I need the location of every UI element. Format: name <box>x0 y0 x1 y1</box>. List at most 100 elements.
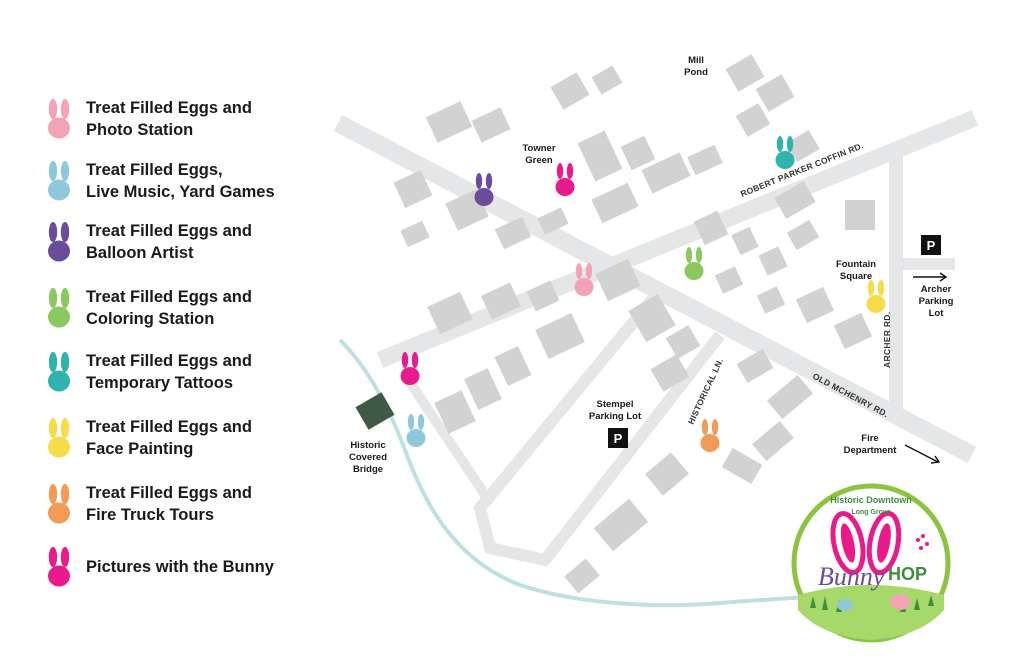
arrow-icon <box>913 272 948 282</box>
building <box>434 390 476 434</box>
building <box>665 325 701 359</box>
legend-item-coloring-station: Treat Filled Eggs and Coloring Station <box>44 286 252 330</box>
bunny-marker-live-music <box>406 414 426 447</box>
legend-label: Treat Filled Eggs and Coloring Station <box>86 288 252 328</box>
bunny-marker-tattoos <box>775 136 795 169</box>
building <box>735 103 771 137</box>
bunny-hop-logo: Historic Downtown Long Grove Bunny HOP <box>791 483 951 643</box>
building <box>833 312 873 350</box>
bunny-icon <box>48 288 70 328</box>
bunny-icon <box>48 352 70 392</box>
buildings <box>393 54 875 594</box>
parking-symbol: P <box>614 431 623 446</box>
bunny-marker-pictures-towner <box>555 163 575 196</box>
building <box>721 447 763 485</box>
building <box>644 452 690 496</box>
building <box>774 181 816 219</box>
covered-bridge <box>355 392 395 430</box>
legend-label: Treat Filled Eggs and Photo Station <box>86 99 252 139</box>
building <box>714 266 744 294</box>
logo-word-bunny: Bunny <box>818 562 885 591</box>
building <box>641 152 691 194</box>
arrow-icon <box>904 444 941 464</box>
legend-label: Pictures with the Bunny <box>86 558 274 576</box>
building <box>595 258 641 302</box>
bunny-marker-photo-station <box>574 263 594 296</box>
legend-item-balloon-artist: Treat Filled Eggs and Balloon Artist <box>44 220 252 264</box>
building <box>766 374 814 420</box>
building <box>535 313 585 359</box>
legend-item-fire-truck-tours: Treat Filled Eggs and Fire Truck Tours <box>44 482 252 526</box>
building <box>650 354 690 392</box>
building <box>786 219 820 251</box>
building <box>564 558 600 594</box>
building <box>752 421 794 461</box>
parking-symbol: P <box>927 238 936 253</box>
robert-parker-coffin-rd <box>376 110 979 368</box>
bunny-marker-fire-truck <box>700 419 720 452</box>
building <box>494 216 532 250</box>
bunny-ears-icon <box>830 510 902 576</box>
building <box>393 169 433 209</box>
building <box>526 280 560 312</box>
logo-top-text: Historic Downtown <box>830 495 912 505</box>
legend-item-photo-station: Treat Filled Eggs and Photo Station <box>44 97 252 141</box>
bunny-marker-coloring <box>684 247 704 280</box>
building <box>425 101 473 143</box>
legend-label: Treat Filled Eggs and Fire Truck Tours <box>86 484 252 524</box>
building <box>537 207 569 235</box>
building <box>550 72 590 110</box>
bunny-marker-balloon <box>474 173 494 206</box>
legend-label: Treat Filled Eggs, Live Music, Yard Game… <box>86 161 275 201</box>
building <box>687 144 723 176</box>
building <box>736 348 774 384</box>
building <box>628 293 676 343</box>
bunny-icon <box>48 547 70 587</box>
logo-word-hop: HOP <box>888 564 927 584</box>
bunny-icon <box>48 484 70 524</box>
logo-sub-text: Long Grove <box>851 509 890 516</box>
building <box>755 74 795 112</box>
building <box>845 200 875 230</box>
legend-label: Treat Filled Eggs and Temporary Tattoos <box>86 352 252 392</box>
legend-item-live-music: Treat Filled Eggs, Live Music, Yard Game… <box>44 159 275 203</box>
building <box>795 286 835 324</box>
building <box>786 129 820 163</box>
building <box>693 210 729 246</box>
legend-item-temporary-tattoos: Treat Filled Eggs and Temporary Tattoos <box>44 350 252 394</box>
building <box>464 368 502 410</box>
road-label-archer: ARCHER RD. <box>882 312 892 368</box>
building <box>400 220 430 248</box>
west-lane <box>402 375 490 498</box>
stempel-loop <box>474 286 725 566</box>
building <box>427 291 473 335</box>
building <box>591 182 639 224</box>
bunny-icon <box>48 99 70 139</box>
building <box>471 107 511 143</box>
building <box>725 54 765 92</box>
building <box>620 135 656 171</box>
building <box>731 226 759 256</box>
roads <box>333 110 979 566</box>
bunny-marker-face-painting <box>866 280 886 313</box>
parking-sign-archer: P <box>921 235 941 255</box>
building <box>591 65 623 95</box>
legend-label: Treat Filled Eggs and Balloon Artist <box>86 222 252 262</box>
paw-prints-icon <box>916 534 929 550</box>
parking-sign-stempel: P <box>608 428 628 448</box>
building <box>577 130 623 182</box>
bunny-icon <box>48 222 70 262</box>
building <box>758 246 788 276</box>
bunny-marker-pictures-west <box>400 352 420 385</box>
building <box>494 346 532 386</box>
building <box>593 498 649 552</box>
legend-label: Treat Filled Eggs and Face Painting <box>86 418 252 458</box>
